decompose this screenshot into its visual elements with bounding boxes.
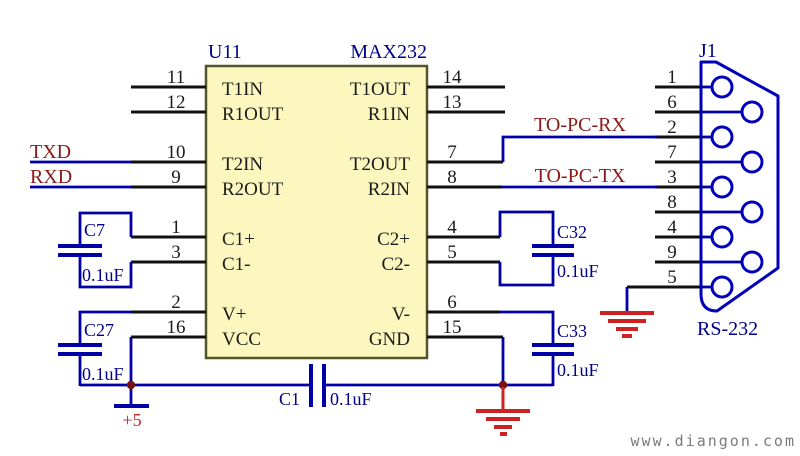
svg-text:3: 3: [171, 242, 181, 263]
svg-text:6: 6: [667, 92, 677, 113]
db9-internal-wires: [702, 85, 742, 289]
svg-text:7: 7: [447, 142, 457, 163]
chip-right-pin-names: T1OUT R1IN T2OUT R2IN C2+ C2- V- GND: [350, 79, 411, 350]
connector-refdes: J1: [699, 40, 717, 62]
svg-text:C1-: C1-: [222, 254, 251, 275]
svg-text:9: 9: [171, 167, 181, 188]
svg-text:R2IN: R2IN: [368, 179, 411, 200]
c1-value: 0.1uF: [330, 389, 372, 409]
svg-text:T2IN: T2IN: [222, 154, 263, 175]
capacitor-c27: [58, 310, 133, 386]
capacitor-symbol: [532, 244, 574, 257]
svg-text:6: 6: [447, 292, 457, 313]
c27-value: 0.1uF: [82, 364, 124, 384]
svg-text:11: 11: [167, 67, 185, 88]
db9-connector: [699, 60, 780, 313]
svg-text:R1OUT: R1OUT: [222, 104, 284, 125]
svg-text:R1IN: R1IN: [368, 104, 411, 125]
c7-value: 0.1uF: [82, 265, 124, 285]
svg-text:V-: V-: [392, 304, 410, 325]
svg-text:4: 4: [667, 217, 677, 238]
capacitor-symbol: [58, 343, 102, 356]
c1-refdes: C1: [279, 389, 300, 409]
svg-text:GND: GND: [369, 329, 410, 350]
svg-text:4: 4: [447, 217, 457, 238]
net-label-txd: TXD: [30, 141, 71, 163]
svg-text:8: 8: [447, 167, 457, 188]
ic-part-number: MAX232: [350, 41, 427, 63]
svg-text:15: 15: [443, 317, 462, 338]
c7-refdes: C7: [84, 220, 105, 240]
capacitor-symbol: [58, 244, 102, 257]
svg-text:V+: V+: [222, 304, 246, 325]
svg-text:13: 13: [443, 92, 462, 113]
svg-text:2: 2: [667, 117, 677, 138]
net-label-rxd: RXD: [30, 166, 72, 188]
connector-type-label: RS-232: [697, 318, 758, 340]
svg-text:C2-: C2-: [382, 254, 411, 275]
capacitor-symbol: [532, 343, 574, 356]
svg-text:3: 3: [667, 167, 677, 188]
net-label-to-pc-rx: TO-PC-RX: [534, 114, 626, 136]
svg-text:8: 8: [667, 192, 677, 213]
bottom-rail: [80, 364, 553, 407]
capacitor-c1-symbol: [309, 364, 326, 407]
ic-refdes: U11: [208, 41, 242, 63]
svg-text:1: 1: [667, 67, 677, 88]
ic-body: [204, 64, 429, 360]
svg-text:2: 2: [171, 292, 181, 313]
svg-text:R2OUT: R2OUT: [222, 179, 284, 200]
capacitor-c33: [500, 310, 574, 386]
svg-text:12: 12: [167, 92, 186, 113]
c27-refdes: C27: [84, 320, 114, 340]
svg-text:T1IN: T1IN: [222, 79, 263, 100]
chip-right-pin-wires: [427, 85, 505, 339]
svg-text:10: 10: [167, 142, 186, 163]
ground-symbol-j1: [600, 287, 654, 338]
svg-text:T1OUT: T1OUT: [350, 79, 411, 100]
ground-symbol-main: [476, 387, 530, 436]
capacitor-c32: [498, 210, 574, 287]
chip-left-pin-wires: [131, 85, 206, 339]
net-label-to-pc-tx: TO-PC-TX: [535, 165, 626, 187]
junction-dot: [126, 380, 136, 390]
chip-left-pin-names: T1IN R1OUT T2IN R2OUT C1+ C1- V+ VCC: [222, 79, 284, 350]
svg-text:5: 5: [447, 242, 457, 263]
watermark-text: www.diangon.com: [631, 432, 796, 450]
capacitor-c7: [58, 211, 133, 289]
svg-text:9: 9: [667, 242, 677, 263]
connector-pin-numbers: 1 6 2 7 3 8 4 9 5: [667, 67, 677, 288]
c33-refdes: C33: [557, 321, 587, 341]
c33-value: 0.1uF: [557, 360, 599, 380]
svg-text:16: 16: [167, 317, 186, 338]
svg-text:C2+: C2+: [377, 229, 410, 250]
connector-pin-wires: [627, 85, 702, 289]
svg-text:1: 1: [171, 217, 181, 238]
signal-wires: [30, 135, 657, 189]
svg-text:14: 14: [443, 67, 463, 88]
net-label-plus5: +5: [122, 410, 141, 430]
svg-text:T2OUT: T2OUT: [350, 154, 411, 175]
svg-text:VCC: VCC: [222, 329, 261, 350]
svg-text:7: 7: [667, 142, 677, 163]
junction-dot: [498, 380, 508, 390]
svg-text:C1+: C1+: [222, 229, 255, 250]
db9-pin-circles: [710, 75, 764, 299]
c32-refdes: C32: [557, 222, 587, 242]
chip-left-pin-numbers: 11 12 10 9 1 3 2 16: [167, 67, 186, 338]
c32-value: 0.1uF: [557, 261, 599, 281]
chip-right-pin-numbers: 14 13 7 8 4 5 6 15: [443, 67, 463, 338]
svg-text:5: 5: [667, 267, 677, 288]
